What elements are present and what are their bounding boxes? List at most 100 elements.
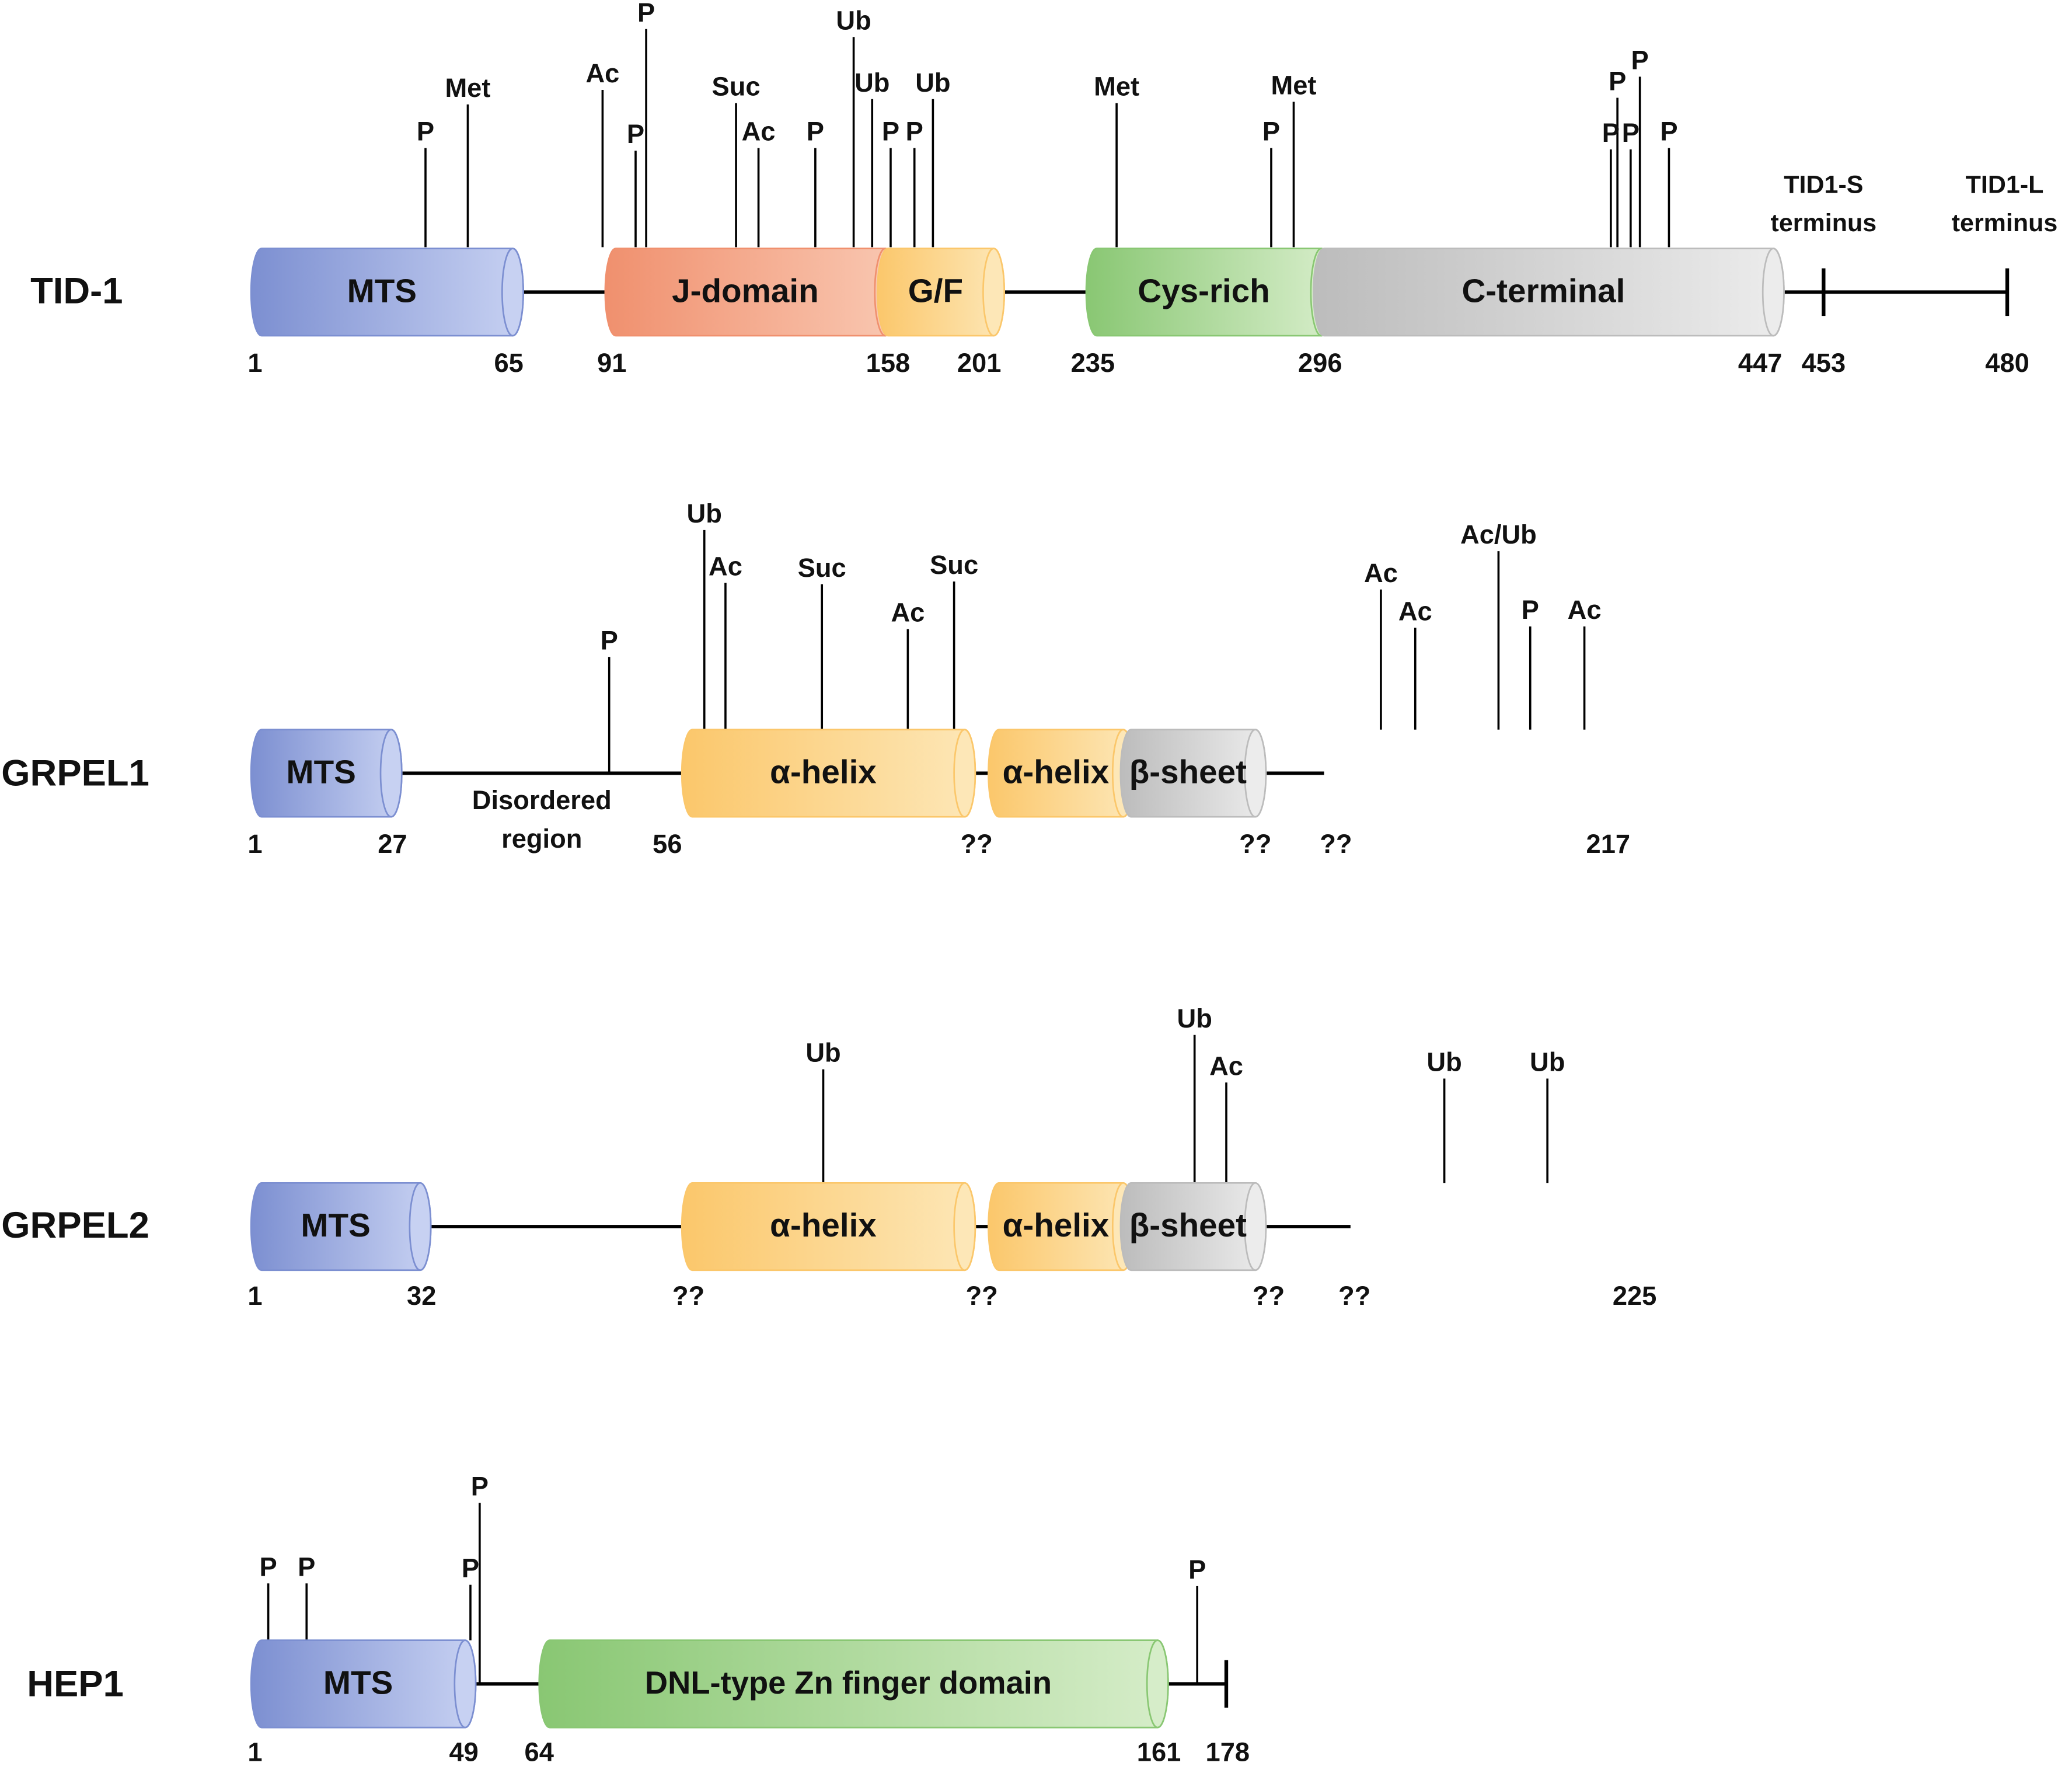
ptm-label-tid-1-11: P [906,117,923,147]
position-label-grpel1-0: 1 [247,829,262,859]
position-label-hep1-3: 161 [1137,1737,1181,1767]
ptm-label-tid-1-17: P [1631,45,1649,75]
ptm-label-tid-1-18: P [1602,118,1620,148]
domain-hep1-0 [250,1639,477,1729]
ptm-label-tid-1-2: Ac [585,58,619,88]
terminus-label-tid-1-0-1: TID1-S [1784,171,1863,199]
protein-name-tid-1: TID-1 [30,270,123,311]
domain-hep1-1-cap [1146,1639,1169,1729]
position-label-grpel1-1: 27 [378,829,407,859]
position-label-tid-1-3: 158 [866,348,911,378]
position-label-grpel2-0: 1 [247,1281,262,1311]
position-label-tid-1-8: 453 [1802,348,1846,378]
protein-name-grpel1: GRPEL1 [1,753,149,794]
domain-grpel2-3 [1119,1182,1267,1272]
position-label-tid-1-6: 296 [1298,348,1342,378]
ptm-label-tid-1-5: Suc [712,72,761,102]
position-label-hep1-4: 178 [1206,1737,1250,1767]
domain-grpel2-1 [681,1182,976,1272]
domain-hep1-0-label: MTS [323,1664,393,1701]
domain-tid-1-4-cap [1761,248,1785,337]
domain-grpel1-0 [250,729,403,818]
position-label-tid-1-2: 91 [597,348,626,378]
ptm-label-tid-1-7: P [807,117,824,147]
domain-tid-1-3-label: Cys-rich [1138,273,1269,309]
ptm-label-grpel1-0: P [601,625,618,655]
ptm-label-grpel2-2: Ac [1209,1051,1243,1081]
domain-grpel2-3-label: β-sheet [1129,1207,1247,1243]
position-label-hep1-1: 49 [449,1737,478,1767]
ptm-label-tid-1-10: P [882,117,899,147]
ptm-label-grpel1-4: Ac [891,598,925,628]
ptm-label-grpel2-4: Ub [1530,1047,1565,1077]
ptm-label-tid-1-4: P [637,0,655,27]
region-label-grpel1-2: region [501,824,582,854]
ptm-label-hep1-0: P [259,1552,277,1582]
position-label-grpel1-4: ?? [1239,829,1271,859]
position-label-tid-1-5: 235 [1071,348,1115,378]
domain-grpel2-3-cap [1244,1182,1267,1272]
position-label-grpel1-6: 217 [1586,829,1631,859]
domain-grpel1-0-cap [379,729,403,818]
ptm-label-tid-1-0: P [417,117,434,147]
position-label-grpel1-2: 56 [653,829,682,859]
ptm-label-grpel1-8: Ac/Ub [1460,520,1537,549]
domain-grpel1-1 [681,729,976,818]
position-label-grpel2-1: 32 [407,1281,436,1311]
position-label-tid-1-0: 1 [247,348,262,378]
position-label-tid-1-9: 480 [1985,348,2029,378]
ptm-label-hep1-3: P [471,1471,489,1501]
ptm-label-grpel2-0: Ub [805,1038,840,1068]
domain-grpel1-3-cap [1244,729,1267,818]
protein-name-grpel2: GRPEL2 [1,1205,149,1246]
ptm-label-grpel2-3: Ub [1426,1047,1461,1077]
domain-grpel2-0 [250,1182,432,1272]
domain-grpel2-1-label: α-helix [770,1207,877,1243]
ptm-label-tid-1-20: P [1660,117,1677,147]
domain-grpel2-0-label: MTS [301,1207,370,1243]
ptm-label-hep1-4: P [1188,1555,1206,1584]
ptm-label-grpel1-10: Ac [1568,595,1602,625]
domain-grpel2-1-cap [953,1182,976,1272]
domain-tid-1-2-label: G/F [908,273,963,309]
position-label-hep1-2: 64 [525,1737,554,1767]
ptm-label-grpel2-1: Ub [1177,1004,1212,1033]
region-label-grpel1-1: Disordered [472,785,612,815]
domain-grpel1-3 [1119,729,1267,818]
ptm-label-tid-1-14: P [1262,117,1280,147]
domain-tid-1-0 [250,248,524,337]
ptm-label-tid-1-16: P [1609,67,1626,96]
position-label-grpel2-3: ?? [966,1281,998,1311]
domain-tid-1-4 [1313,248,1785,337]
domain-hep1-1-label: DNL-type Zn finger domain [645,1665,1052,1701]
domain-grpel1-0-label: MTS [286,754,355,790]
position-label-grpel2-2: ?? [672,1281,704,1311]
domain-grpel2-2-label: α-helix [1003,1207,1110,1243]
ptm-label-grpel1-9: P [1522,595,1539,625]
domain-grpel2-0-cap [409,1182,432,1272]
ptm-label-grpel1-2: Ac [709,552,742,581]
domain-hep1-1 [538,1639,1169,1729]
domain-tid-1-2 [876,248,1006,337]
domain-grpel1-1-label: α-helix [770,754,877,790]
ptm-label-tid-1-13: Met [1094,72,1139,102]
position-label-grpel2-5: ?? [1338,1281,1370,1311]
ptm-label-grpel1-7: Ac [1398,596,1432,626]
ptm-label-tid-1-1: Met [445,73,490,103]
domain-tid-1-0-cap [501,248,524,337]
domain-hep1-0-cap [454,1639,477,1729]
position-label-hep1-0: 1 [247,1737,262,1767]
domain-tid-1-2-cap [982,248,1006,337]
terminus-label-tid-1-1-2: terminus [1952,209,2058,237]
domain-grpel1-1-cap [953,729,976,818]
ptm-label-grpel1-6: Ac [1364,558,1398,588]
position-label-tid-1-7: 447 [1738,348,1783,378]
position-label-grpel1-5: ?? [1320,829,1352,859]
position-label-grpel1-3: ?? [960,829,992,859]
domain-grpel1-3-label: β-sheet [1129,754,1247,790]
ptm-label-grpel1-1: Ub [687,499,722,528]
domain-tid-1-4-label: C-terminal [1461,273,1625,309]
ptm-label-tid-1-6: Ac [742,117,776,147]
ptm-label-hep1-1: P [298,1552,315,1582]
